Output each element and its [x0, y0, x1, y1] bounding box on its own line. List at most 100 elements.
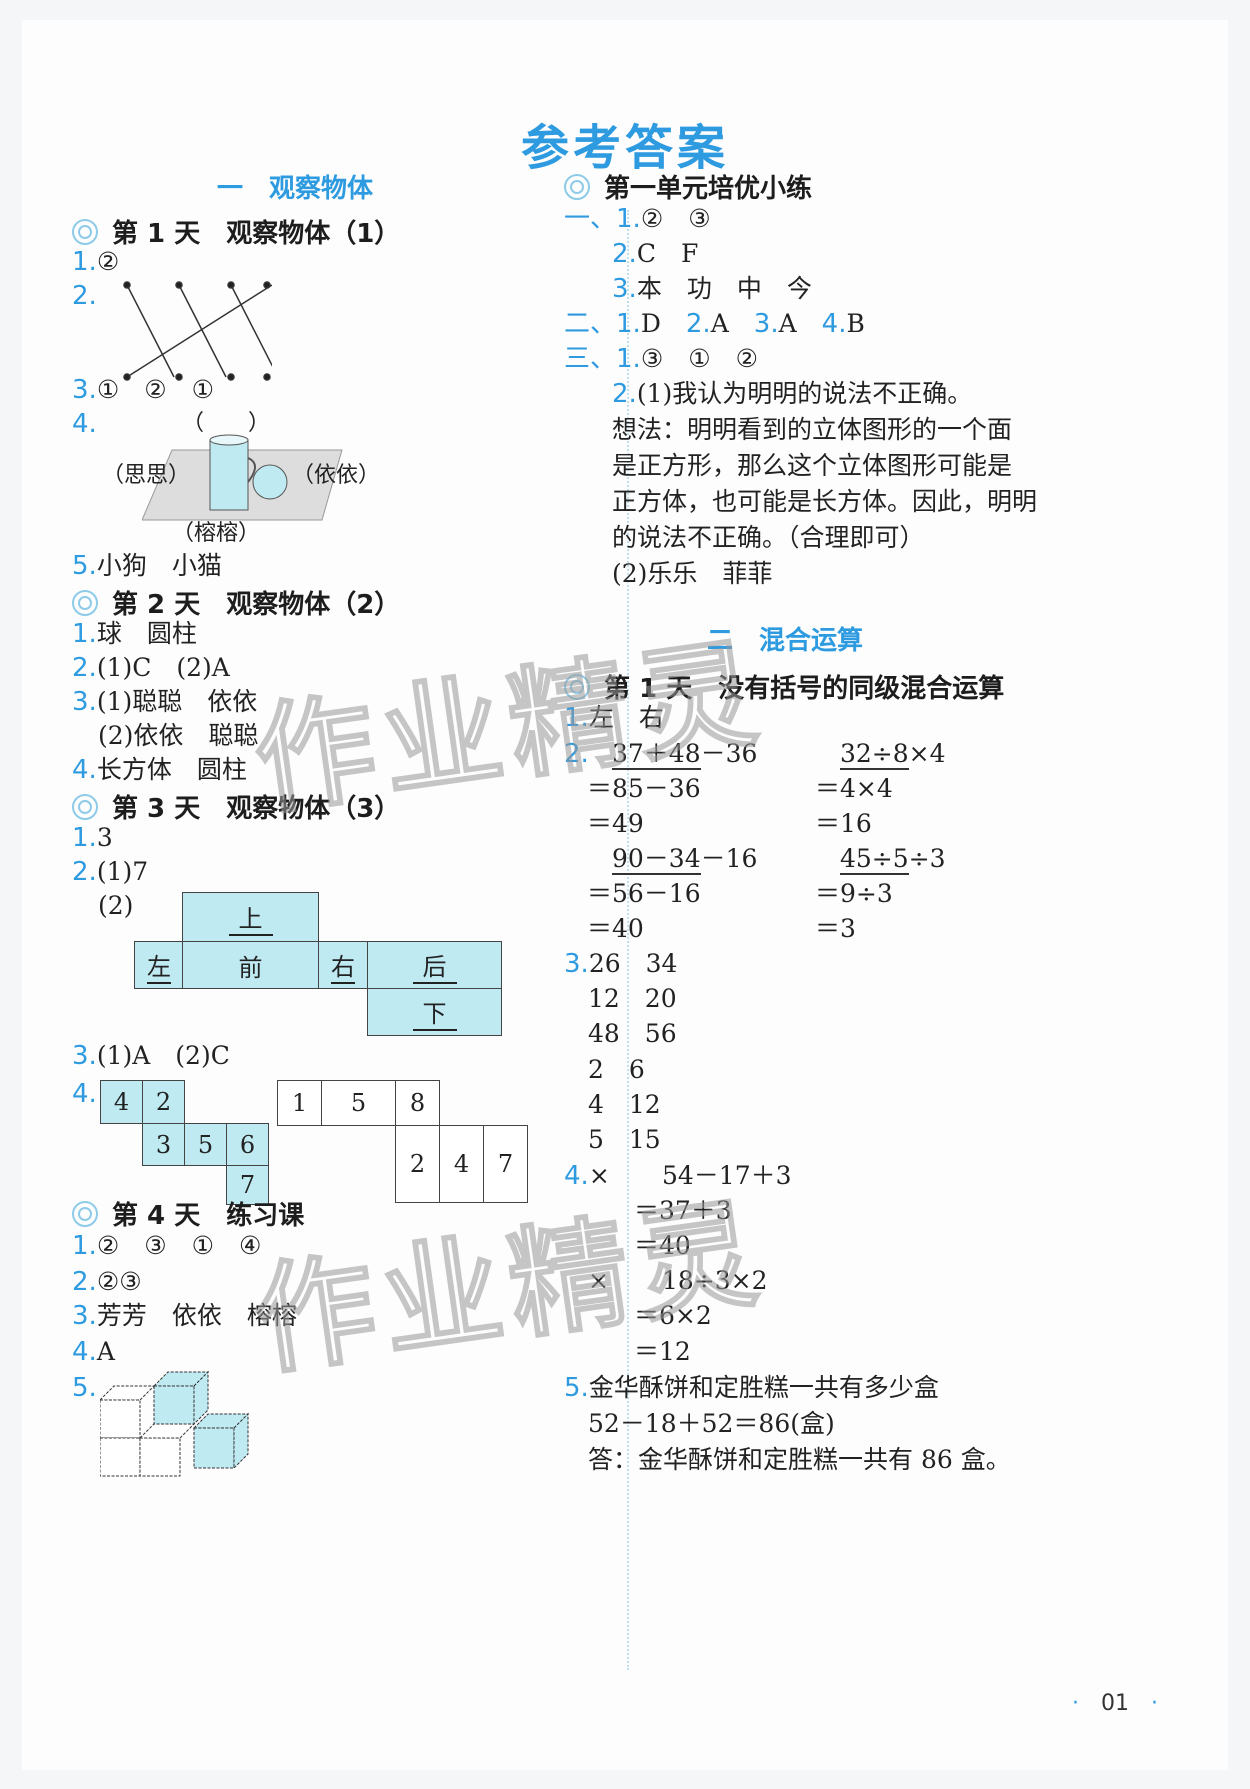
net-face-bottom: 下: [367, 988, 502, 1036]
section-heading-day4: 第 4 天 练习课: [72, 1195, 304, 1232]
net-face-back: 后: [367, 941, 502, 989]
net-face-front: 前: [182, 941, 319, 989]
section-heading-day1: 第 1 天 观察物体（1）: [72, 213, 400, 250]
unit-title-1: 一 观察物体: [217, 174, 374, 204]
calc-step: ＝9÷3: [815, 879, 893, 908]
calc-b: 32÷8×4: [840, 739, 946, 770]
answer-line: 3.(1)聪聪 依依: [72, 687, 258, 717]
answer-line: 1.② ③ ① ④: [72, 1231, 262, 1261]
answer-line: 4.长方体 圆柱: [72, 755, 247, 785]
column-divider: [627, 210, 629, 1670]
answer-line: 3.本 功 中 今: [612, 274, 812, 304]
answer-line: 2.(1)7: [72, 857, 149, 887]
double-circle-icon: [72, 589, 98, 616]
double-circle-icon: [72, 1200, 98, 1227]
page-title: 参考答案: [520, 120, 729, 176]
answer-line: 正方体，也可能是长方体。因此，明明: [612, 487, 1038, 516]
cube-stack-diagram: [100, 1370, 250, 1477]
calc-step: ＝49: [587, 809, 644, 838]
double-circle-icon: [564, 673, 590, 700]
net-cell: 2: [142, 1080, 185, 1124]
calc-step: ＝16: [815, 809, 872, 838]
view-label-bottom: （榕榕）: [172, 521, 261, 546]
answer-line: (2)依依 聪聪: [98, 721, 259, 750]
answer-line: 2.(1)我认为明明的说法不正确。: [612, 379, 973, 409]
answer-line: 1.球 圆柱: [72, 619, 197, 649]
answer-line: 答：金华酥饼和定胜糕一共有 86 盒。: [588, 1445, 1011, 1474]
answer-line: 5.金华酥饼和定胜糕一共有多少盒: [564, 1373, 939, 1403]
answer-page: 参考答案 一 观察物体 第 1 天 观察物体（1） 1.② 2. 3.① ② ①…: [22, 20, 1228, 1770]
calc-step: ＝40: [634, 1231, 691, 1260]
watermark: 作业精灵: [245, 1183, 773, 1394]
page-number: · 01 ·: [1072, 1691, 1158, 1716]
unit-title-2: 二 混合运算: [707, 626, 864, 656]
answer-line: 3.(1)A (2)C: [72, 1041, 230, 1071]
answer-line: 3.芳芳 依依 榕榕: [72, 1301, 297, 1331]
calc-a: 37＋48－36: [612, 739, 758, 770]
section-heading-r-day1: 第 1 天 没有括号的同级混合运算: [564, 668, 1004, 705]
answer-line: 4.: [72, 1079, 97, 1109]
calc-step: ＝3: [815, 914, 856, 943]
net-cell: 4: [439, 1125, 484, 1203]
net-cell: 6: [226, 1123, 269, 1166]
answer-line: 4.A: [72, 1337, 115, 1367]
calc-expr: 18÷3×2: [662, 1266, 768, 1295]
section-heading-day3: 第 3 天 观察物体（3）: [72, 788, 400, 825]
view-label-top: （ ）: [182, 411, 271, 436]
answer-line: 1.②: [72, 247, 120, 277]
double-circle-icon: [72, 218, 98, 245]
answer-line: 2.: [72, 281, 97, 311]
calc-step: ＝85－36: [587, 774, 701, 803]
net-cell: 7: [226, 1165, 269, 1205]
answer-line: 4.×: [564, 1161, 610, 1191]
answer-line: (2)乐乐 菲菲: [612, 559, 773, 588]
answer-line: 2.C F: [612, 239, 699, 269]
answer-line: 4 12: [588, 1090, 661, 1119]
view-label-right: （依依）: [292, 463, 381, 488]
answer-line: 2.(1)C (2)A: [72, 653, 230, 683]
answer-line: 1.3: [72, 823, 113, 853]
answer-line: 3.26 34: [564, 949, 678, 979]
double-circle-icon: [72, 793, 98, 820]
calc-d: 45÷5÷3: [840, 844, 946, 875]
net-cell: 1: [277, 1080, 322, 1126]
answer-line: 三、1.③ ① ②: [564, 344, 759, 374]
answer-line: 5.: [72, 1373, 97, 1403]
calc-step: ＝6×2: [634, 1301, 712, 1330]
answer-line: 2 6: [588, 1055, 645, 1084]
answer-line: 二、1.D 2.A 3.A 4.B: [564, 309, 865, 339]
section-heading-day2: 第 2 天 观察物体（2）: [72, 584, 400, 621]
answer-line: 是正方形，那么这个立体图形可能是: [612, 451, 1013, 480]
cup-apple-table-figure: [142, 434, 343, 521]
answer-line: 48 56: [588, 1019, 677, 1048]
calc-expr: 54－17＋3: [662, 1161, 792, 1190]
calc-step: ＝12: [634, 1337, 691, 1366]
net-cell: 7: [483, 1125, 528, 1203]
net-cell: 2: [395, 1125, 440, 1203]
view-label-left: （思思）: [102, 463, 191, 488]
net-cell: 5: [184, 1123, 227, 1166]
answer-line: 一、1.② ③: [564, 204, 711, 234]
answer-line: 12 20: [588, 984, 677, 1013]
net-face-top: 上: [182, 892, 319, 942]
net-cell: 8: [395, 1080, 440, 1126]
calc-c: 90－34－16: [612, 844, 758, 875]
answer-line: (2): [98, 891, 134, 920]
answer-line: 3.① ② ①: [72, 375, 215, 405]
answer-line: 5.小狗 小猫: [72, 551, 222, 581]
calc-step: ＝56－16: [587, 879, 701, 908]
answer-line: 5 15: [588, 1125, 661, 1154]
calc-step: ＝40: [587, 914, 644, 943]
net-cell: 4: [100, 1080, 143, 1124]
matching-lines-diagram: [123, 281, 272, 381]
net-cell: 3: [142, 1123, 185, 1166]
answer-line: 1.左 右: [564, 703, 664, 733]
calc-step: ＝4×4: [815, 774, 893, 803]
answer-line: 2.②③: [72, 1267, 142, 1297]
net-face-left: 左: [134, 941, 184, 989]
net-cell: 5: [321, 1080, 396, 1126]
answer-line: 2.: [564, 739, 589, 769]
section-heading-practice: 第一单元培优小练: [564, 168, 812, 205]
calc-step: ＝37＋3: [634, 1196, 732, 1225]
answer-line: 52－18＋52＝86(盒): [588, 1409, 835, 1438]
